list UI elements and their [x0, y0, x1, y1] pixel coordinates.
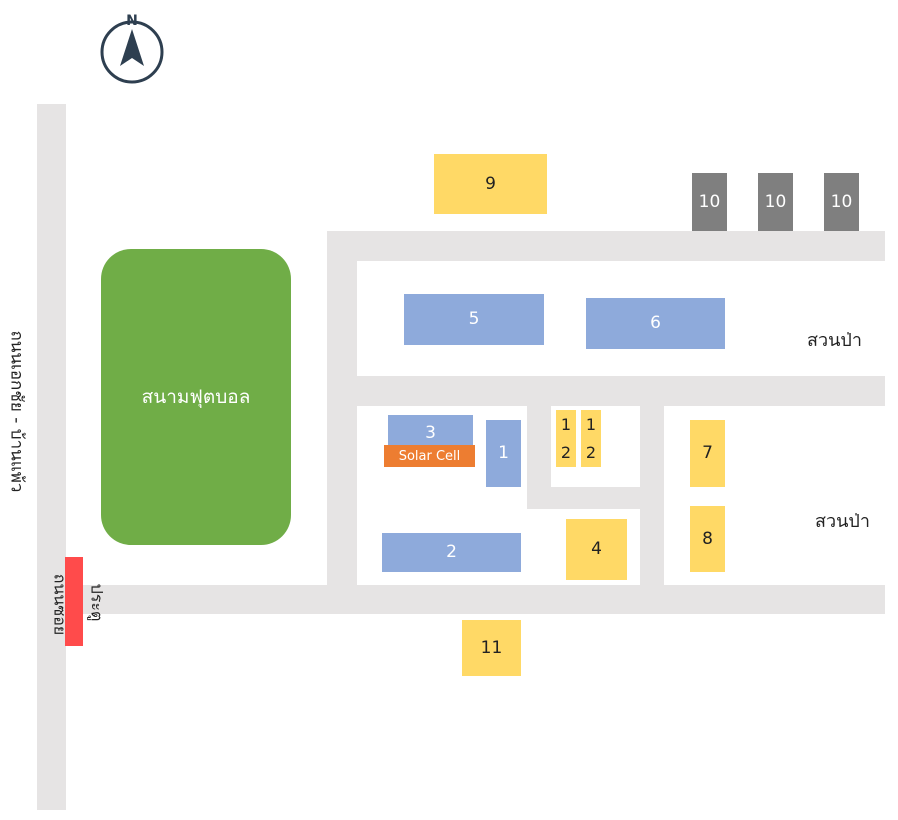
building-4: 4: [566, 519, 627, 580]
building-9: 9: [434, 154, 547, 214]
main-road-vertical: [37, 104, 66, 810]
building-11: 11: [462, 620, 521, 676]
main-gate: [65, 557, 83, 646]
solar-cell: Solar Cell: [384, 445, 475, 467]
building-10-c: 10: [824, 173, 859, 231]
building-12-b: 1 2: [581, 410, 601, 467]
building-10-b: 10: [758, 173, 793, 231]
building-12-b-top: 1: [585, 414, 597, 434]
gate-label: ประตู: [87, 583, 107, 622]
forest-label-lower: สวนป่า: [815, 511, 870, 532]
north-compass-icon: N: [100, 13, 164, 84]
building-5: 5: [404, 294, 544, 345]
road-inner-vertical-left: [327, 231, 357, 585]
main-road-label: ถนนเอกชัย - บ้านแพ้ว: [6, 330, 27, 493]
forest-label-upper: สวนป่า: [807, 330, 862, 351]
road-inner-branch-horizontal: [527, 487, 640, 509]
building-1: 1: [486, 420, 521, 487]
building-8: 8: [690, 506, 725, 572]
compass-north-label: N: [126, 13, 138, 29]
road-middle-horizontal: [357, 376, 885, 406]
road-bottom-horizontal: [66, 585, 885, 614]
road-inner-vertical-right: [640, 406, 664, 585]
building-2: 2: [382, 533, 521, 572]
lane-label: ถนนซอย: [50, 573, 70, 636]
building-12-a-top: 1: [560, 414, 572, 434]
building-7: 7: [690, 420, 725, 487]
building-6: 6: [586, 298, 725, 349]
building-12-a-bottom: 2: [560, 443, 572, 463]
road-top-horizontal: [327, 231, 885, 261]
building-12-a: 1 2: [556, 410, 576, 467]
building-10-a: 10: [692, 173, 727, 231]
building-12-b-bottom: 2: [585, 443, 597, 463]
football-field: สนามฟุตบอล: [101, 249, 291, 545]
